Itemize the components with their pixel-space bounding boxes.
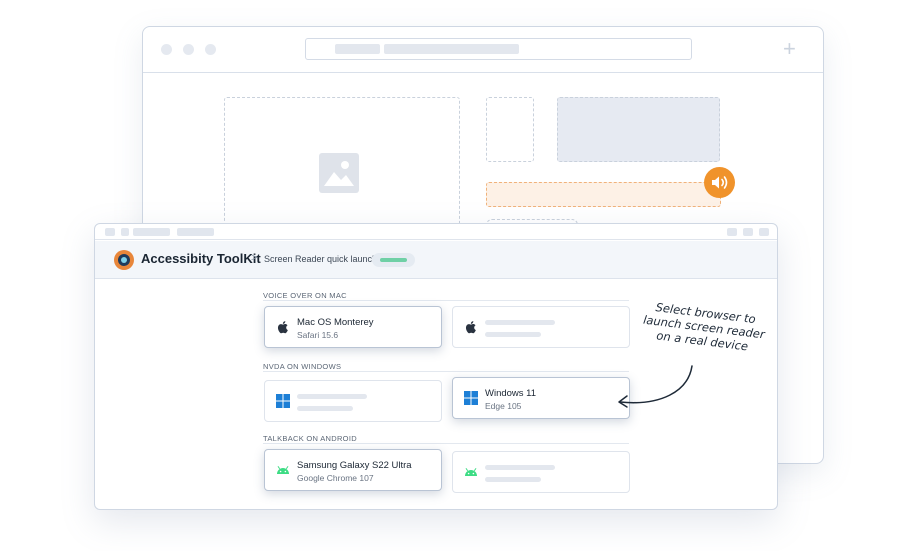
breadcrumb[interactable]: Screen Reader quick launch [264,254,378,264]
content-placeholder [486,97,534,162]
device-card-windows-11[interactable]: Windows 11 Edge 105 [452,377,630,419]
section-title: VOICE OVER ON MAC [263,291,347,300]
titlebar-skeleton [105,228,115,236]
window-control[interactable] [743,228,753,236]
windows-icon [276,394,290,408]
window-dot [161,44,172,55]
window-titlebar [95,224,777,240]
section-divider [263,443,629,444]
image-icon [319,153,359,193]
android-icon [465,468,477,476]
speaker-icon [712,176,728,189]
card-title: Mac OS Monterey [297,317,374,328]
android-icon [277,466,289,474]
app-logo [114,250,134,270]
section-title: TALKBACK ON ANDROID [263,434,357,443]
window-dot [183,44,194,55]
titlebar-skeleton [177,228,214,236]
card-subtitle: Google Chrome 107 [297,473,374,483]
url-skeleton [335,44,380,54]
card-subtitle: Safari 15.6 [297,330,339,340]
app-header: Accessibity ToolKit > Screen Reader quic… [95,241,777,279]
section-divider [263,371,629,372]
apple-icon [277,321,288,334]
device-card-galaxy-s22[interactable]: Samsung Galaxy S22 Ultra Google Chrome 1… [264,449,442,491]
window-control[interactable] [727,228,737,236]
card-skeleton [485,465,555,470]
curved-arrow-icon [618,365,693,408]
app-title: Accessibity ToolKit [141,251,261,266]
toolkit-window: Accessibity ToolKit > Screen Reader quic… [94,223,778,510]
status-pill-fill [380,258,407,262]
card-title: Windows 11 [485,388,537,399]
device-card-placeholder[interactable] [264,380,442,422]
card-skeleton [297,394,367,399]
card-skeleton [485,477,541,482]
titlebar-skeleton [133,228,170,236]
content-placeholder [557,97,720,162]
chevron-right-icon: > [251,252,258,264]
window-dot [205,44,216,55]
section-divider [263,300,629,301]
card-subtitle: Edge 105 [485,401,522,411]
card-skeleton [485,320,555,325]
windows-icon [464,391,478,405]
logo-inner [118,254,130,266]
speaker-button[interactable] [704,167,735,198]
status-pill [372,253,415,267]
url-skeleton [384,44,519,54]
new-tab-button[interactable]: + [783,36,796,61]
device-card-placeholder[interactable] [452,451,630,493]
titlebar-skeleton [121,228,129,236]
card-skeleton [297,406,353,411]
card-skeleton [485,332,541,337]
device-card-mac-monterey[interactable]: Mac OS Monterey Safari 15.6 [264,306,442,348]
highlighted-text-placeholder [486,182,721,207]
section-title: NVDA ON WINDOWS [263,362,342,371]
logo-eye [121,257,127,263]
browser-toolbar: + [143,27,823,73]
apple-icon [465,321,476,334]
device-card-placeholder[interactable] [452,306,630,348]
window-control[interactable] [759,228,769,236]
card-title: Samsung Galaxy S22 Ultra [297,460,412,471]
address-bar[interactable] [305,38,692,60]
